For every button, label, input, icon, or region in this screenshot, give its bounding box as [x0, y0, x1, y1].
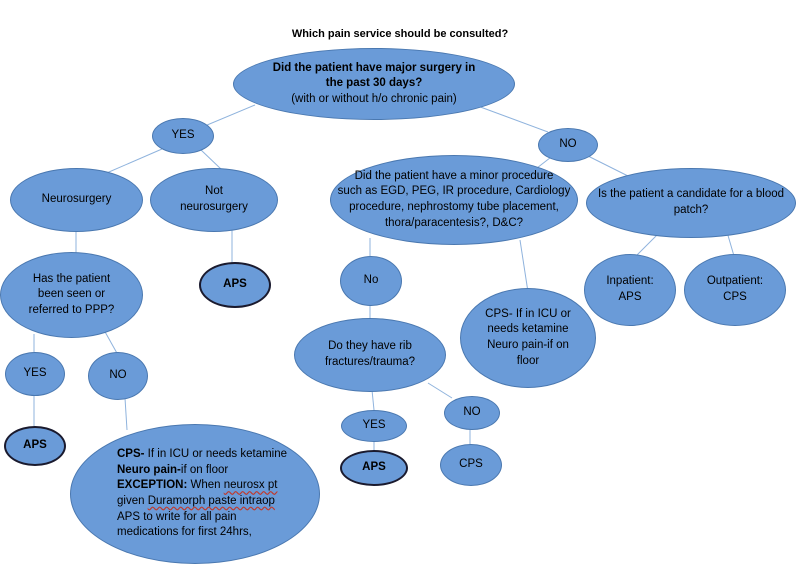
edge-yes-notneuro [199, 148, 223, 171]
node-cps-exception-line1: CPS- If in ICU or needs ketamine [117, 447, 287, 463]
node-yes-major-label: YES [171, 129, 195, 142]
node-cps-exception-line3: EXCEPTION: When neurosx pt [117, 478, 287, 494]
node-aps-ppp-label: APS [23, 439, 47, 452]
node-minor-procedure-line3: procedure, nephrostomy tube placement, [349, 201, 559, 213]
node-aps-rib-label: APS [362, 461, 386, 474]
node-cps-icu-line3: Neuro pain-if on [487, 339, 569, 351]
node-neurosurgery: Neurosurgery [10, 168, 143, 232]
node-no-rib-label: NO [463, 406, 481, 419]
node-blood-patch: Is the patient a candidate for a blood p… [586, 168, 796, 238]
node-major-surgery: Did the patient have major surgery in th… [233, 48, 515, 120]
node-no-minor-label: No [363, 274, 379, 287]
node-rib-fractures-line2: fractures/trauma? [324, 356, 416, 368]
node-cps-icu: CPS- If in ICU or needs ketamine Neuro p… [460, 288, 596, 388]
edge-root-no [474, 104, 549, 133]
edge-blood-out [726, 231, 735, 257]
node-cps-exception: CPS- If in ICU or needs ketamine Neuro p… [70, 424, 320, 564]
node-yes-rib: YES [341, 410, 407, 442]
node-cps-exception-line6: medications for first 24hrs, [117, 526, 252, 539]
node-major-surgery-line1: Did the patient have major surgery in [272, 61, 476, 74]
node-no-ppp-label: NO [109, 369, 127, 382]
node-not-neurosurgery: Not neurosurgery [150, 168, 278, 232]
node-no-minor: No [340, 256, 402, 306]
edge-yes-neuro [101, 148, 163, 176]
node-major-surgery-line3: (with or without h/o chronic pain) [291, 92, 457, 105]
node-yes-major: YES [152, 118, 214, 154]
cps-exception-icu-text: If in ICU or needs ketamine [144, 448, 288, 461]
edge-no2-cps [124, 397, 128, 431]
edge-rib-no [427, 382, 453, 399]
node-rib-fractures-line1: Do they have rib [328, 340, 412, 353]
node-cps-icu-line4: floor [516, 354, 540, 367]
node-outpatient-line1: Outpatient: [706, 275, 764, 288]
node-yes-rib-label: YES [362, 419, 386, 432]
node-major-surgery-line2: the past 30 days? [325, 77, 423, 90]
edge-seen-no [103, 329, 119, 356]
edge-root-yes [199, 104, 256, 129]
node-blood-patch-line1: Is the patient a candidate for a blood [597, 188, 785, 201]
node-no-ppp: NO [88, 352, 148, 400]
cps-exception-floor-text: if on floor [180, 463, 229, 476]
node-cps-exception-line2: Neuro pain-if on floor [117, 463, 287, 479]
node-cps-exception-line5: APS to write for all pain [117, 510, 237, 523]
cps-exception-cps-label: CPS- [117, 448, 145, 461]
node-cps-exception-line4: given Duramorph paste intraop [117, 494, 287, 510]
cps-exception-when-text: When [187, 479, 224, 492]
node-cps-icu-line1: CPS- If in ICU or [485, 307, 571, 320]
cps-exception-given-text: given [117, 495, 148, 507]
node-cps-icu-line2: needs ketamine [487, 323, 569, 336]
cps-exception-neurosx-text: neurosx pt [223, 479, 278, 492]
node-yes-ppp: YES [5, 352, 65, 396]
node-outpatient: Outpatient: CPS [684, 254, 786, 326]
node-seen-ppp-line1: Has the patient [32, 272, 111, 285]
node-seen-ppp-line3: referred to PPP? [28, 303, 115, 316]
node-minor-procedure-line2: such as EGD, PEG, IR procedure, Cardiolo… [337, 185, 571, 198]
cps-exception-exception-label: EXCEPTION: [117, 479, 188, 492]
node-seen-ppp-line2: been seen or [37, 288, 106, 301]
node-cps-rib-label: CPS [459, 458, 483, 471]
chart-title: Which pain service should be consulted? [291, 28, 509, 40]
node-inpatient: Inpatient: APS [584, 254, 676, 326]
node-minor-procedure-line4: thora/paracentesis?, D&C? [384, 216, 524, 229]
cps-exception-duramorph-text: Duramorph paste intraop [147, 495, 275, 507]
node-no-major: NO [538, 128, 598, 162]
node-inpatient-line1: Inpatient: [606, 275, 654, 288]
edge-no-blood [583, 153, 633, 179]
node-no-rib: NO [444, 396, 500, 430]
node-aps-rib: APS [340, 450, 408, 486]
node-cps-rib: CPS [440, 444, 502, 486]
edge-minor-cps [519, 239, 529, 293]
node-rib-fractures: Do they have rib fractures/trauma? [294, 318, 446, 392]
node-seen-ppp: Has the patient been seen or referred to… [0, 252, 143, 338]
node-neurosurgery-label: Neurosurgery [41, 193, 112, 206]
node-minor-procedure: Did the patient have a minor procedure s… [330, 155, 578, 245]
node-not-neurosurgery-line2: neurosurgery [180, 201, 248, 213]
node-not-neurosurgery-line1: Not [205, 185, 223, 198]
cps-exception-neuro-label: Neuro pain- [117, 463, 181, 476]
node-minor-procedure-line1: Did the patient have a minor procedure [354, 169, 554, 182]
node-no-major-label: NO [559, 138, 577, 151]
edge-rib-yes [371, 389, 375, 411]
node-aps-not-neuro-label: APS [223, 278, 247, 291]
node-yes-ppp-label: YES [23, 367, 47, 380]
node-outpatient-line2: CPS [723, 291, 747, 303]
node-aps-ppp: APS [4, 426, 66, 466]
node-blood-patch-line2: patch? [673, 204, 709, 216]
node-inpatient-line2: APS [618, 291, 642, 303]
node-aps-not-neuro: APS [199, 262, 271, 308]
